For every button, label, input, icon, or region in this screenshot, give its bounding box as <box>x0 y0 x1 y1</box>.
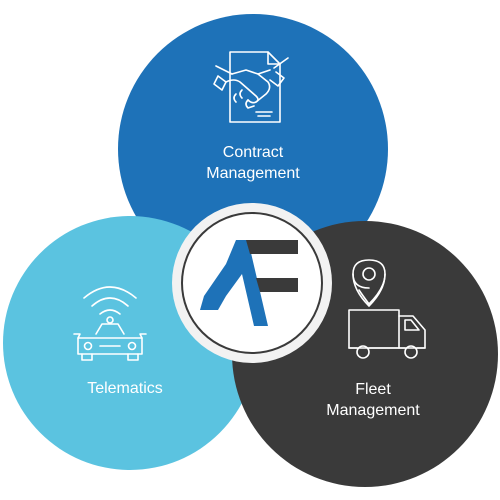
fleet-label-line2: Management <box>326 402 420 419</box>
fleet-management-label: Fleet Management <box>308 379 438 421</box>
contract-label-line2: Management <box>206 165 300 182</box>
fleet-label-line1: Fleet <box>355 381 391 398</box>
af-logo-icon <box>200 240 298 326</box>
handshake-document-icon <box>213 51 289 123</box>
contract-management-label: Contract Management <box>178 142 328 184</box>
telematics-label: Telematics <box>50 378 200 399</box>
contract-label-line1: Contract <box>222 144 284 161</box>
connected-car-icon <box>73 286 147 361</box>
telematics-label-text: Telematics <box>87 380 163 397</box>
delivery-truck-location-icon <box>348 259 426 359</box>
